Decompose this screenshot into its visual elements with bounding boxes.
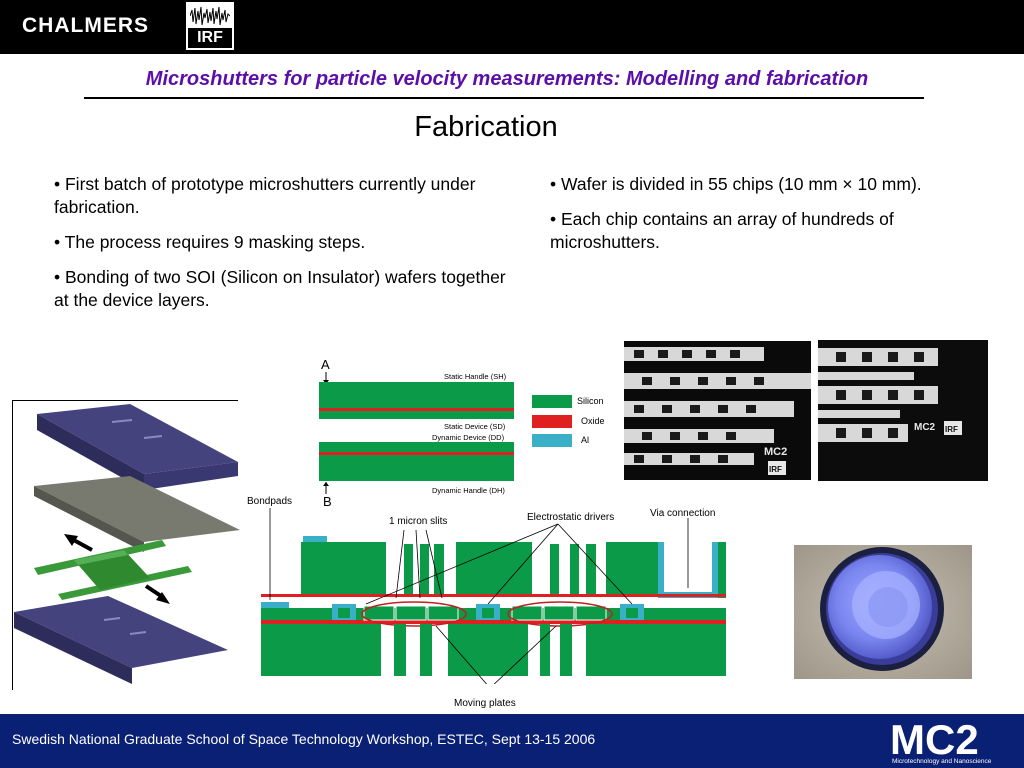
label-dynamic-handle: Dynamic Handle (DH): [432, 486, 505, 495]
bullet-item: • Each chip contains an array of hundred…: [550, 209, 894, 252]
label-moving-plates: Moving plates: [454, 698, 516, 709]
chalmers-logo: CHALMERS: [22, 14, 149, 37]
bullet-list-right: • Wafer is divided in 55 chips (10 mm × …: [550, 173, 990, 266]
marker-b: B: [323, 494, 332, 509]
irf-logo-text: IRF: [188, 28, 232, 48]
chip-micrograph-1: MC2 IRF: [624, 341, 811, 480]
label-slits: 1 micron slits: [389, 516, 448, 527]
mc2-logo: MC2 Microtechnology and Nanoscience: [890, 716, 992, 765]
bullet-item: • Bonding of two SOI (Silicon on Insulat…: [54, 267, 506, 310]
cross-section-diagram: [261, 508, 726, 684]
waveform-icon: [190, 6, 230, 26]
title-underline: [84, 97, 924, 99]
legend-label-silicon: Silicon: [577, 396, 604, 406]
label-drivers: Electrostatic drivers: [527, 512, 615, 523]
footer-bar: [0, 714, 1024, 768]
irf-logo: IRF: [186, 2, 234, 50]
legend-label-al: Al: [581, 435, 590, 445]
bullet-list-left: • First batch of prototype microshutters…: [54, 173, 514, 324]
label-dynamic-device: Dynamic Device (DD): [432, 433, 505, 442]
label-bondpads: Bondpads: [247, 496, 293, 507]
photo-mc2-text: MC2: [764, 446, 787, 458]
legend-swatch-oxide: [532, 415, 572, 428]
label-via: Via connection: [650, 508, 716, 519]
exploded-3d-view: [12, 400, 240, 690]
photo-irf-text-2: IRF: [945, 425, 958, 434]
slide-title: Microshutters for particle velocity meas…: [145, 68, 869, 90]
photo-irf-text: IRF: [769, 465, 782, 474]
legend-swatch-al: [532, 434, 572, 447]
legend-label-oxide: Oxide: [581, 416, 605, 426]
photo-mc2-text-2: MC2: [914, 422, 936, 433]
slide-subtitle: Fabrication: [414, 111, 558, 143]
wafer-photo: [794, 545, 972, 679]
footer-text: Swedish National Graduate School of Spac…: [12, 731, 596, 747]
chip-micrograph-2: MC2 IRF: [818, 340, 988, 481]
bullet-item: • Wafer is divided in 55 chips (10 mm × …: [550, 174, 922, 194]
label-static-device: Static Device (SD): [444, 422, 506, 431]
mc2-logo-text: MC2: [890, 716, 979, 763]
mc2-logo-subtext: Microtechnology and Nanoscience: [892, 758, 992, 765]
legend-swatch-silicon: [532, 395, 572, 408]
label-static-handle: Static Handle (SH): [444, 372, 507, 381]
header-bar: [0, 0, 1024, 54]
layer-stack-diagram: [319, 372, 514, 494]
bullet-item: • First batch of prototype microshutters…: [54, 174, 476, 217]
marker-a: A: [321, 357, 330, 372]
bullet-item: • The process requires 9 masking steps.: [54, 232, 366, 252]
